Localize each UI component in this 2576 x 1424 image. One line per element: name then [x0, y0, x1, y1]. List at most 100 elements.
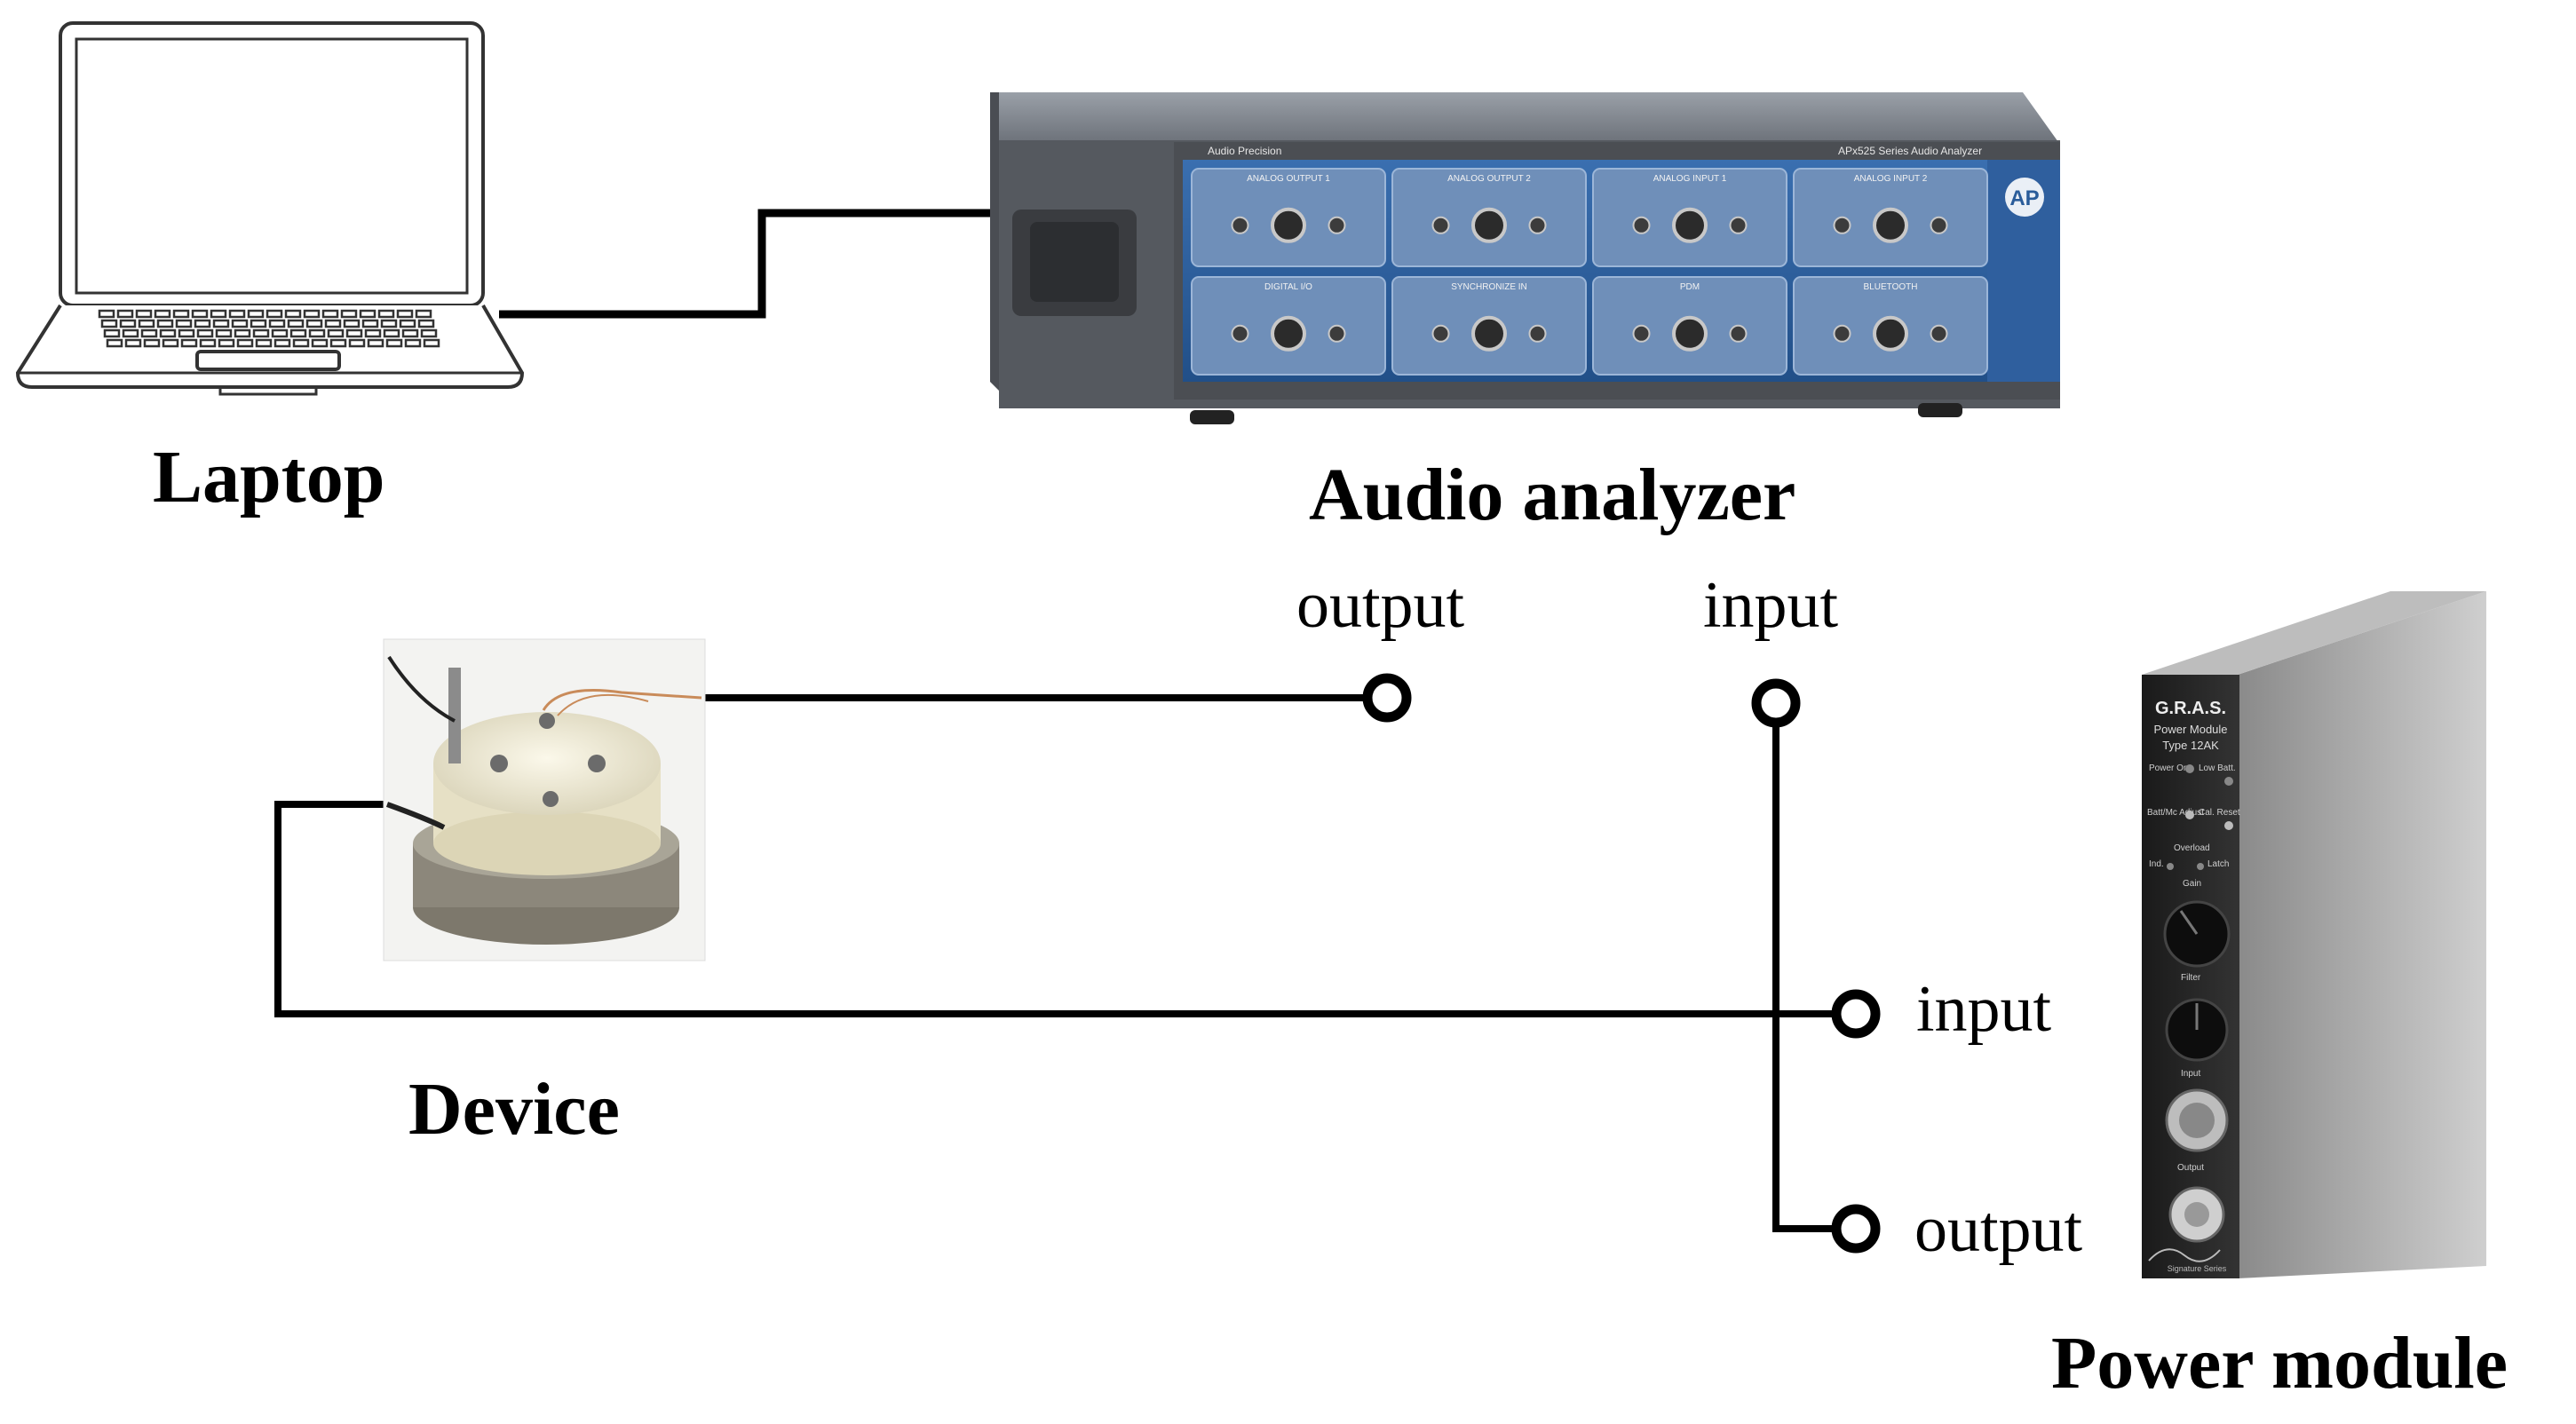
laptop-label: Laptop — [153, 436, 385, 518]
keyboard-key — [172, 309, 190, 319]
module-output-terminal — [1831, 1204, 1881, 1254]
low-batt-label: Low Batt. — [2199, 763, 2236, 773]
keyboard-key — [194, 319, 211, 328]
laptop-icon — [15, 21, 525, 396]
keyboard-key — [199, 338, 217, 348]
device-image — [383, 638, 706, 961]
power-module-image: G.R.A.S. Power Module Type 12AK Power On… — [2142, 591, 2486, 1278]
module-output-label: output — [1914, 1193, 2083, 1266]
module-face-subtitle: Power Module — [2153, 723, 2227, 736]
analyzer-connector-icon — [1431, 216, 1450, 234]
analyzer-connector-icon — [1328, 216, 1346, 234]
keyboard-key — [98, 309, 115, 319]
keyboard-key — [159, 328, 177, 338]
keyboard-key — [143, 338, 161, 348]
wire-laptop-to-analyzer — [499, 209, 1028, 319]
analyzer-module-bottom-0: DIGITAL I/O — [1191, 276, 1386, 376]
keyboard-key — [361, 319, 379, 328]
keyboard-key — [162, 338, 179, 348]
keyboard-key — [247, 309, 265, 319]
analyzer-module-bottom-3: BLUETOOTH — [1793, 276, 1988, 376]
keyboard-key — [236, 338, 254, 348]
module-input-terminal — [1831, 989, 1881, 1039]
power-module-label: Power module — [2051, 1322, 2509, 1404]
keyboard-key — [178, 328, 195, 338]
analyzer-module-label: DIGITAL I/O — [1264, 282, 1312, 292]
keyboard-key — [415, 309, 432, 319]
analyzer-module-top-0: ANALOG OUTPUT 1 — [1191, 168, 1386, 267]
keyboard-key — [271, 328, 289, 338]
analyzer-connector-icon — [1431, 324, 1450, 343]
analyzer-module-label: BLUETOOTH — [1864, 282, 1918, 292]
signature-series-label: Signature Series — [2168, 1264, 2227, 1273]
analyzer-module-top-1: ANALOG OUTPUT 2 — [1391, 168, 1587, 267]
analyzer-input-terminal — [1751, 678, 1801, 728]
analyzer-connector-icon — [1632, 216, 1651, 234]
power-on-label: Power On — [2149, 763, 2188, 773]
analyzer-connector-icon — [1930, 324, 1948, 343]
output-connector-label: Output — [2177, 1163, 2204, 1173]
keyboard-key — [124, 338, 142, 348]
keyboard-key — [404, 338, 422, 348]
overload-label: Overload — [2174, 843, 2210, 853]
module-face-title: G.R.A.S. — [2155, 699, 2226, 718]
analyzer-connector-icon — [1528, 324, 1547, 343]
analyzer-connector-icon — [1471, 207, 1507, 243]
ind-label: Ind. — [2149, 859, 2164, 869]
keyboard-key — [401, 328, 419, 338]
keyboard-key — [292, 338, 310, 348]
keyboard-key — [305, 319, 323, 328]
analyzer-module-label: PDM — [1680, 282, 1700, 292]
power-on-led-icon — [2185, 764, 2194, 773]
batt-adjust-label: Batt/Mc Adjust — [2147, 808, 2204, 818]
keyboard-key — [156, 319, 174, 328]
keyboard-key — [266, 309, 283, 319]
keyboard-key — [329, 338, 347, 348]
keyboard-key — [423, 338, 440, 348]
keyboard-key — [135, 309, 153, 319]
keyboard-key — [231, 319, 249, 328]
keyboard-key — [385, 338, 403, 348]
analyzer-input-label: input — [1703, 569, 1839, 642]
module-face-type: Type 12AK — [2162, 739, 2219, 752]
device-label: Device — [408, 1068, 620, 1151]
analyzer-module-top-2: ANALOG INPUT 1 — [1592, 168, 1787, 267]
analyzer-module-top-3: ANALOG INPUT 2 — [1793, 168, 1988, 267]
analyzer-connector-icon — [1231, 324, 1249, 343]
keyboard-key — [308, 328, 326, 338]
keyboard-key — [383, 328, 400, 338]
latch-label: Latch — [2207, 859, 2229, 869]
keyboard-key — [196, 328, 214, 338]
analyzer-connector-icon — [1873, 315, 1908, 352]
keyboard-key — [340, 309, 358, 319]
keyboard-key — [140, 328, 158, 338]
keyboard-key — [180, 338, 198, 348]
low-batt-led-icon — [2224, 777, 2233, 786]
keyboard-key — [268, 319, 286, 328]
keyboard-key — [175, 319, 193, 328]
analyzer-connector-icon — [1930, 216, 1948, 234]
analyzer-module-label: ANALOG INPUT 1 — [1653, 174, 1727, 184]
keyboard-key — [212, 319, 230, 328]
audio-analyzer-label: Audio analyzer — [1309, 454, 1796, 536]
analyzer-connector-icon — [1729, 216, 1748, 234]
keyboard-key — [106, 338, 123, 348]
keyboard-key — [100, 319, 118, 328]
keyboard-key — [210, 309, 227, 319]
analyzer-connector-icon — [1471, 315, 1507, 352]
analyzer-connector-icon — [1328, 324, 1346, 343]
input-connector-label: Input — [2181, 1069, 2200, 1079]
analyzer-module-bottom-1: SYNCHRONIZE IN — [1391, 276, 1587, 376]
analyzer-output-terminal — [1362, 673, 1412, 723]
keyboard-key — [303, 309, 321, 319]
keyboard-key — [324, 319, 342, 328]
keyboard-key — [364, 328, 382, 338]
filter-label: Filter — [2181, 973, 2201, 983]
cal-reset-icon — [2224, 821, 2233, 830]
keyboard-key — [154, 309, 171, 319]
analyzer-connector-icon — [1528, 216, 1547, 234]
analyzer-module-label: ANALOG INPUT 2 — [1854, 174, 1928, 184]
keyboard-key — [252, 328, 270, 338]
keyboard-key — [311, 338, 329, 348]
keyboard-key — [321, 309, 339, 319]
